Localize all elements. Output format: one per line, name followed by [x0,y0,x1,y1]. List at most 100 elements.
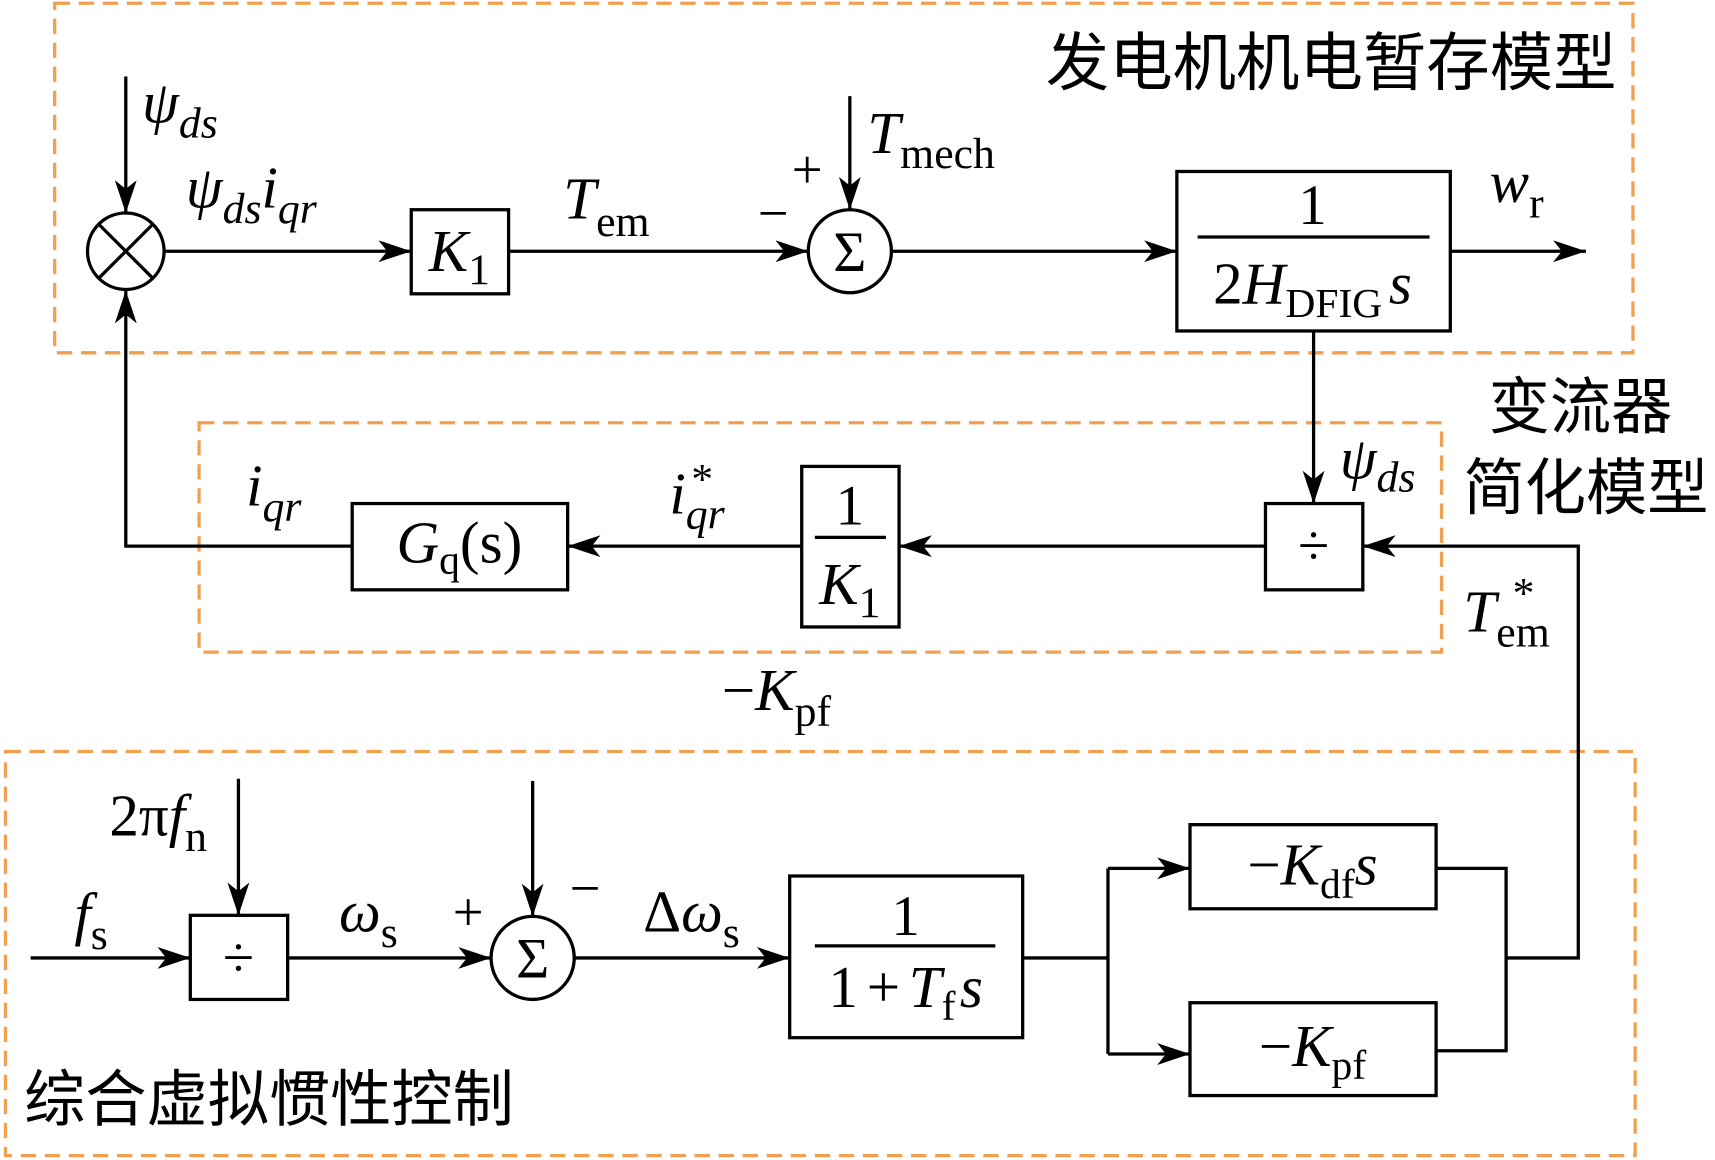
i-qr-ref-label: iqr [669,460,725,538]
i-qr-label: iqr [246,453,302,531]
converter-model-label-line2: 简化模型 [1464,453,1709,524]
neg-k-pf-sub: pf [795,687,832,735]
two-pi-f-n-sub: n [185,813,207,861]
bottom-sum-symbol: Σ [516,928,549,991]
w-r-main: w [1490,149,1529,215]
bottom-divider-symbol: ÷ [223,927,254,990]
filter-den-tail: s [960,954,983,1020]
psi-ds-divisor-sub: ds [1377,454,1416,502]
current-loop-text: Gq(s) [396,510,522,583]
delta-omega-s-sub: s [723,909,740,957]
inverse-k1-den-sub: 1 [859,579,881,627]
omega-s-main: ω [339,879,381,945]
two-pi-f-n-label: 2πfn [109,783,207,861]
f-s-sub: s [91,911,108,959]
gain-k1-sub: 1 [468,246,490,294]
delta-omega-s-label: Δωs [643,879,740,957]
inverse-k1-den-main: K [818,551,861,617]
two-pi-f-n-prefix: 2π [109,783,168,849]
gain-k1-text: K1 [428,218,490,294]
derivative-gain-main: K [1280,832,1323,898]
proportional-gain-minus: − [1259,1013,1292,1079]
i-qr-feedback-line [114,290,353,548]
generator-model-label: 发电机机电暂存模型 [1046,26,1617,100]
i-qr-main: i [246,453,262,519]
current-loop-main: G [396,510,439,576]
t-mech-sub: mech [900,130,995,178]
psi-ds-iqr-sub1: ds [223,185,262,233]
virtual-inertia-label: 综合虚拟惯性控制 [24,1065,514,1136]
inertia-den-sub: DFIG [1285,280,1382,326]
psi-ds-iqr-sub2: qr [278,185,318,233]
psi-ds-input-sub: ds [179,100,218,148]
neg-k-pf-minus: − [722,657,755,723]
t-em-ref-feedback-line [1362,535,1580,960]
t-mech-main: T [867,100,904,166]
bottom-sum-minus-sign: − [570,858,601,919]
i-qr-ref-sub: qr [686,491,726,539]
psi-ds-iqr-main2: i [262,155,278,221]
psi-ds-iqr-main1: ψ [186,155,224,221]
inertia-den-main: H [1242,251,1289,317]
omega-s-label: ωs [339,879,398,957]
inertia-numerator: 1 [1298,174,1326,237]
inertia-den-tail: s [1389,251,1412,317]
psi-ds-input-main: ψ [142,69,180,135]
bottom-sum-plus-sign: + [453,882,484,943]
i-qr-sub: qr [263,483,303,531]
t-em-ref-main: T [1463,578,1500,644]
psi-ds-input-label: ψds [142,69,218,147]
derivative-gain-sub: df [1320,861,1355,907]
branch-sum-bracket [1436,866,1508,1053]
current-loop-sub: q [439,536,460,582]
w-r-label: wr [1490,149,1544,227]
current-loop-tail: (s) [460,510,522,576]
f-s-label: fs [74,881,107,959]
t-em-ref-sub: em [1496,609,1549,657]
filter-den-main: T [909,954,946,1020]
derivative-gain-block [1188,823,1438,911]
t-em-ref-star: * [1513,569,1535,617]
filter-denominator: 1+Tfs [828,954,982,1029]
t-em-sub: em [596,198,649,246]
filter-den-prefix: 1+ [828,954,908,1020]
psi-ds-iqr-label: ψdsiqr [186,155,318,233]
converter-model-region [197,421,1444,654]
inertia-block [1175,169,1452,333]
proportional-gain-text: −Kpf [1259,1013,1367,1088]
gain-k1-main: K [428,218,471,284]
filter-den-sub: f [942,983,956,1029]
derivative-gain-minus: − [1247,832,1280,898]
t-mech-label: Tmech [867,100,995,178]
generator-model-region [53,1,1635,355]
top-sum-symbol: Σ [833,221,866,284]
inertia-den-prefix: 2 [1213,251,1243,317]
top-sum-minus-sign: − [758,183,789,244]
converter-model-label-line1: 变流器 [1489,372,1673,443]
t-em-main: T [563,165,600,231]
delta-omega-s-main: ω [681,879,723,945]
multiplier-node [85,211,166,292]
neg-k-pf-label: −Kpf [722,657,832,735]
psi-ds-divisor-main: ψ [1340,425,1378,491]
virtual-inertia-region [3,749,1637,1158]
inverse-k1-block [800,464,901,629]
i-qr-ref-main: i [669,460,685,526]
w-r-sub: r [1529,179,1544,227]
t-em-label: Tem [563,165,649,245]
t-em-ref-label: Tem [1463,578,1549,656]
bottom-divider-block [188,913,290,1002]
delta-omega-s-prefix: Δ [643,879,681,945]
omega-s-sub: s [381,909,398,957]
top-divider-symbol: ÷ [1298,515,1329,578]
proportional-gain-sub: pf [1332,1042,1367,1088]
proportional-gain-block [1188,1001,1438,1098]
inverse-k1-denominator: K1 [818,551,880,627]
i-qr-ref-star: * [691,456,713,504]
derivative-gain-tail: s [1355,832,1378,898]
psi-ds-divisor-label: ψds [1340,425,1416,501]
filter-numerator: 1 [891,885,919,948]
neg-k-pf-main: K [754,657,797,723]
